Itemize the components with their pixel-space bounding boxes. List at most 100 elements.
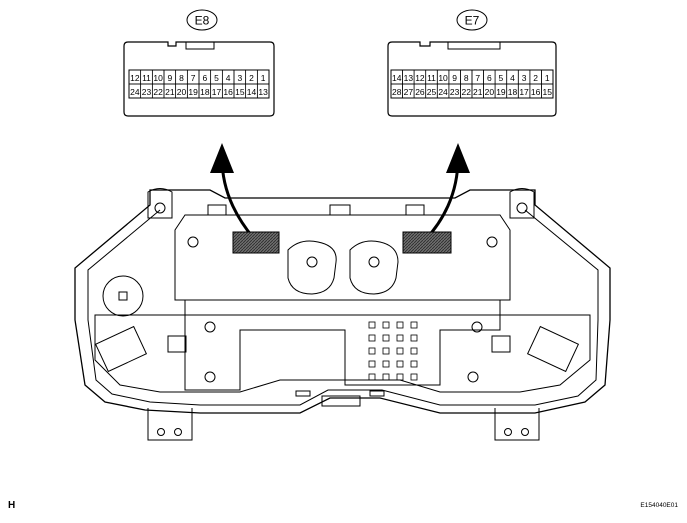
left-bulb-socket: [94, 325, 148, 373]
center-left-lobe-hole: [306, 256, 318, 268]
pin-number: 10: [438, 73, 448, 83]
indicator-lamp-hole: [382, 347, 390, 355]
top-left-tab: [207, 204, 227, 216]
pin-number: 8: [464, 73, 469, 83]
bottom-center-clip: [321, 395, 361, 407]
top-left-boss: [187, 236, 199, 248]
right-mounting-bracket: [509, 188, 535, 219]
pin-number: 19: [188, 87, 198, 97]
pin-number: 1: [261, 73, 266, 83]
indicator-lamp-hole: [368, 360, 376, 368]
connector-e7-label-badge: [456, 9, 488, 31]
pin-number: 24: [438, 87, 448, 97]
pin-number: 11: [427, 73, 436, 83]
indicator-lamp-hole: [396, 347, 404, 355]
pin-number: 3: [237, 73, 242, 83]
indicator-lamp-hole: [382, 373, 390, 381]
pin-number: 26: [415, 87, 425, 97]
pin-number: 9: [167, 73, 172, 83]
low-right-boss: [467, 371, 479, 383]
pin-number: 20: [177, 87, 187, 97]
pin-number: 15: [235, 87, 245, 97]
connector-e7-label: E7: [465, 14, 480, 28]
pin-number: 13: [404, 73, 414, 83]
pin-number: 19: [496, 87, 506, 97]
indicator-lamp-hole: [368, 321, 376, 329]
pin-number: 17: [519, 87, 529, 97]
pin-number: 12: [415, 73, 425, 83]
pin-number: 14: [392, 73, 402, 83]
left-bracket-hole: [154, 202, 166, 214]
pin-number: 2: [249, 73, 254, 83]
left-gauge-socket-center: [118, 291, 128, 301]
pin-number: 16: [223, 87, 233, 97]
connector-e8-location: [232, 231, 280, 254]
pin-number: 23: [142, 87, 152, 97]
center-right-lobe-hole: [368, 256, 380, 268]
pin-number: 22: [153, 87, 163, 97]
connector-e7-housing: [387, 41, 557, 117]
pin-number: 2: [533, 73, 538, 83]
pin-number: 18: [508, 87, 518, 97]
indicator-lamp-hole: [382, 334, 390, 342]
center-right-lobe: [349, 240, 399, 295]
meter-top-deck: [174, 214, 511, 301]
meter-inner-rim: [87, 209, 599, 406]
indicator-lamp-hole: [368, 334, 376, 342]
pin-number: 23: [450, 87, 460, 97]
pin-number: 3: [522, 73, 527, 83]
pin-cell: [256, 83, 270, 99]
pin-number: 17: [212, 87, 222, 97]
bottom-clip-right: [369, 390, 385, 397]
arrow-to-connector-e7: [423, 143, 470, 242]
left-gauge-socket: [102, 275, 144, 317]
right-bulb-socket: [526, 325, 580, 373]
pin-number: 11: [142, 73, 151, 83]
bottom-clip-left: [295, 390, 311, 397]
indicator-lamp-hole: [410, 334, 418, 342]
left-foot-hole-2: [174, 428, 182, 436]
indicator-lamp-hole: [410, 347, 418, 355]
mid-left-boss: [204, 321, 216, 333]
corner-letter: H: [8, 500, 16, 511]
pin-number: 9: [452, 73, 457, 83]
pin-number: 24: [130, 87, 140, 97]
right-bottom-foot: [494, 408, 540, 441]
indicator-lamp-hole: [410, 373, 418, 381]
connector-e8-housing: [123, 41, 275, 117]
connector-e8-label: E8: [195, 14, 210, 28]
pin-number: 21: [473, 87, 483, 97]
indicator-lamp-hole: [382, 321, 390, 329]
meter-outer-housing: [74, 189, 611, 414]
right-foot-hole-2: [521, 428, 529, 436]
connector-e8-lock-tab: [185, 42, 215, 50]
left-mounting-bracket: [147, 188, 173, 219]
pin-number: 5: [214, 73, 219, 83]
indicator-lamp-grid: [368, 321, 418, 381]
pin-number: 6: [487, 73, 492, 83]
pin-number: 13: [258, 87, 268, 97]
pin-number: 4: [226, 73, 231, 83]
low-left-boss: [204, 371, 216, 383]
meter-center-panel: [184, 300, 501, 391]
center-left-lobe: [287, 240, 337, 295]
connector-e7-location: [402, 231, 452, 254]
pin-number: 14: [247, 87, 257, 97]
pin-number: 22: [461, 87, 471, 97]
pin-number: 10: [153, 73, 163, 83]
connector-e8-label-badge: [186, 9, 218, 31]
pin-cell: [541, 83, 554, 99]
indicator-lamp-hole: [396, 360, 404, 368]
top-right-tab: [405, 204, 425, 216]
pin-number: 1: [545, 73, 550, 83]
right-bracket-hole: [516, 202, 528, 214]
left-bulb-socket-tab: [167, 335, 187, 353]
pin-number: 6: [202, 73, 207, 83]
arrow-to-connector-e8: [210, 143, 257, 241]
pin-number: 5: [499, 73, 504, 83]
indicator-lamp-hole: [382, 360, 390, 368]
